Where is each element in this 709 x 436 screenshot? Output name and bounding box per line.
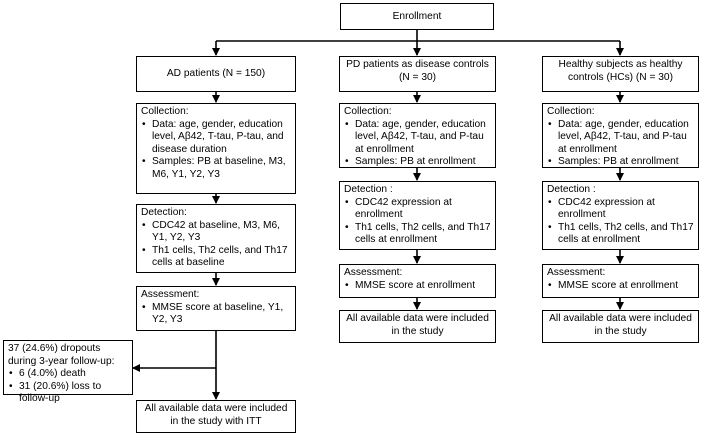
hc-detection-item: Th1 cells, Th2 cells, and Th17 cells at … xyxy=(547,222,694,247)
pd-collection-heading: Collection: xyxy=(344,106,392,117)
hc-assessment-item: MMSE score at enrollment xyxy=(547,280,694,293)
ad-dropouts-item: 6 (4.0%) death xyxy=(8,368,128,381)
pd-assessment-heading: Assessment: xyxy=(344,267,403,278)
hc-detection-heading: Detection : xyxy=(547,184,596,195)
enrollment-label: Enrollment xyxy=(392,11,442,22)
ad-dropouts-heading: 37 (24.6%) dropouts during 3-year follow… xyxy=(8,343,115,367)
ad-title: AD patients (N = 150) xyxy=(166,68,266,79)
ad-assessment-item: MMSE score at baseline, Y1, Y2, Y3 xyxy=(141,302,291,327)
ad-detection-item: Th1 cells, Th2 cells, and Th17 cells at … xyxy=(141,245,291,270)
ad-dropouts-item: 31 (20.6%) loss to follow-up xyxy=(8,381,128,406)
ad-detection-box: Detection: CDC42 at baseline, M3, M6, Y1… xyxy=(136,204,296,273)
ad-collection-item: Data: age, gender, education level, Aβ42… xyxy=(141,119,291,157)
pd-final-label: All available data were included in the … xyxy=(346,313,489,337)
pd-collection-item: Data: age, gender, education level, Aβ42… xyxy=(344,119,491,157)
pd-detection-heading: Detection : xyxy=(344,184,393,195)
hc-assessment-heading: Assessment: xyxy=(547,267,606,278)
hc-collection-box: Collection: Data: age, gender, education… xyxy=(542,103,699,169)
pd-final-box: All available data were included in the … xyxy=(339,310,496,343)
ad-final-box: All available data were included in the … xyxy=(136,400,296,433)
pd-detection-item: Th1 cells, Th2 cells, and Th17 cells at … xyxy=(344,222,491,247)
hc-title-box: Healthy subjects as healthy controls (HC… xyxy=(542,56,699,92)
pd-collection-box: Collection: Data: age, gender, education… xyxy=(339,103,496,169)
pd-assessment-item: MMSE score at enrollment xyxy=(344,280,491,293)
ad-final-label: All available data were included in the … xyxy=(144,403,288,427)
pd-title: PD patients as disease controls (N = 30) xyxy=(346,59,489,83)
ad-title-box: AD patients (N = 150) xyxy=(136,56,296,92)
ad-assessment-box: Assessment: MMSE score at baseline, Y1, … xyxy=(136,286,296,331)
hc-collection-heading: Collection: xyxy=(547,106,595,117)
pd-title-box: PD patients as disease controls (N = 30) xyxy=(339,56,496,92)
pd-detection-item: CDC42 expression at enrollment xyxy=(344,197,491,222)
enrollment-box: Enrollment xyxy=(340,3,494,30)
ad-collection-item: Samples: PB at baseline, M3, M6, Y1, Y2,… xyxy=(141,156,291,181)
ad-collection-box: Collection: Data: age, gender, education… xyxy=(136,103,296,194)
hc-title: Healthy subjects as healthy controls (HC… xyxy=(558,59,683,83)
ad-detection-heading: Detection: xyxy=(141,207,187,218)
hc-final-label: All available data were included in the … xyxy=(549,313,692,337)
ad-assessment-heading: Assessment: xyxy=(141,289,200,300)
pd-detection-box: Detection : CDC42 expression at enrollme… xyxy=(339,181,496,250)
hc-detection-item: CDC42 expression at enrollment xyxy=(547,197,694,222)
pd-collection-item: Samples: PB at enrollment xyxy=(344,156,491,169)
hc-detection-box: Detection : CDC42 expression at enrollme… xyxy=(542,181,699,250)
hc-assessment-box: Assessment: MMSE score at enrollment xyxy=(542,264,699,298)
hc-collection-item: Data: age, gender, education level, Aβ42… xyxy=(547,119,694,157)
hc-collection-item: Samples: PB at enrollment xyxy=(547,156,694,169)
hc-final-box: All available data were included in the … xyxy=(542,310,699,343)
pd-assessment-box: Assessment: MMSE score at enrollment xyxy=(339,264,496,298)
ad-detection-item: CDC42 at baseline, M3, M6, Y1, Y2, Y3 xyxy=(141,220,291,245)
ad-collection-heading: Collection: xyxy=(141,106,189,117)
ad-dropouts-box: 37 (24.6%) dropouts during 3-year follow… xyxy=(3,340,133,404)
